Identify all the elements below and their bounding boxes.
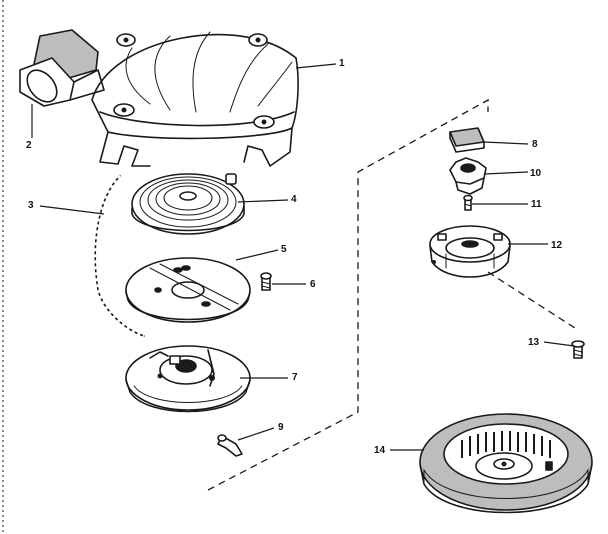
- callout-8: 8: [532, 139, 538, 150]
- callout-3: 3: [28, 200, 34, 211]
- leader-1: [295, 63, 337, 69]
- part-8-friction-pad: [449, 127, 485, 153]
- callout-5: 5: [281, 244, 287, 255]
- callout-6: 6: [310, 279, 316, 290]
- callout-2: 2: [26, 140, 32, 151]
- part-10-retainer-nut: [449, 157, 487, 195]
- callout-1: 1: [339, 58, 345, 69]
- part-2-starter-handle: [19, 29, 105, 107]
- assembly-boundary-line: [207, 98, 489, 491]
- part-5-retainer-plate: [125, 257, 251, 323]
- callout-4: 4: [291, 194, 297, 205]
- part-3-starter-rope: [93, 174, 145, 338]
- leader-9: [237, 427, 275, 441]
- callout-10: 10: [530, 168, 542, 179]
- assembly-leader-line: [487, 271, 579, 331]
- leader-8: [483, 141, 529, 145]
- callout-7: 7: [292, 372, 298, 383]
- callout-11: 11: [531, 199, 542, 210]
- part-13-screw: [571, 340, 585, 359]
- part-7-pulley: [125, 345, 251, 413]
- part-1-starter-housing: [91, 31, 299, 167]
- callout-9: 9: [278, 422, 284, 433]
- callout-12: 12: [551, 240, 563, 251]
- leader-4: [237, 199, 289, 203]
- leader-5: [235, 249, 279, 261]
- part-12-drive-cup: [429, 225, 511, 278]
- part-4-recoil-spring: [131, 173, 245, 235]
- part-14-flywheel: [419, 413, 593, 514]
- leader-13: [543, 341, 575, 347]
- leader-lines: [31, 63, 575, 451]
- leader-3: [39, 205, 105, 215]
- callout-labels: 1 2 3 4 5 6 7 8 9 10 11 12 13 14: [26, 58, 563, 456]
- part-9-pin: [217, 434, 243, 457]
- part-6-screw: [260, 272, 272, 291]
- part-11-screw: [463, 194, 473, 211]
- callout-14: 14: [374, 445, 386, 456]
- callout-13: 13: [528, 337, 540, 348]
- leader-10: [483, 171, 529, 175]
